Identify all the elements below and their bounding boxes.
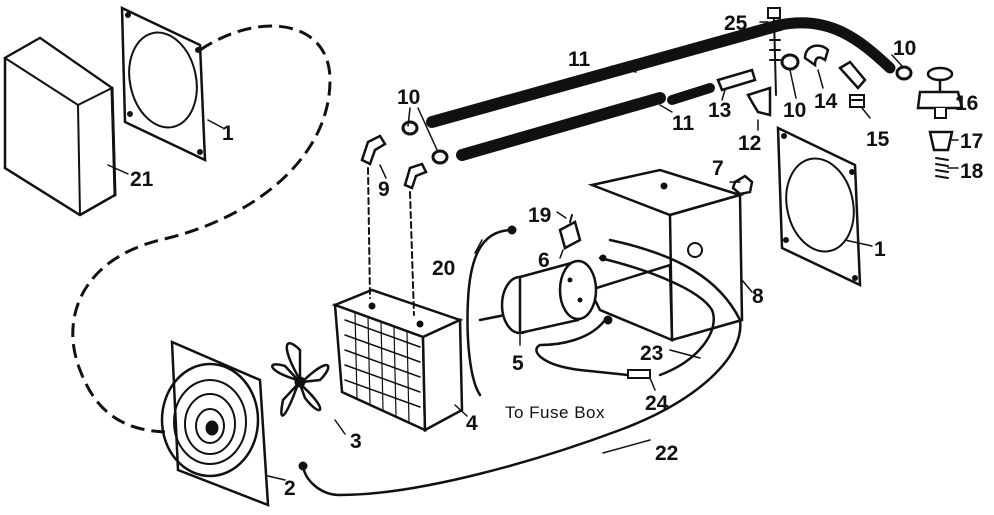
callout-1-right: 1 (874, 238, 886, 261)
callout-21: 21 (130, 168, 154, 191)
enclosure-box (3, 36, 117, 217)
elbow-fitting (803, 44, 830, 68)
drain-fitting (849, 94, 865, 108)
callout-10-left: 10 (397, 86, 420, 109)
callout-2: 2 (284, 477, 296, 500)
elbow-fittings (360, 134, 428, 316)
nut (731, 174, 754, 196)
callout-7: 7 (712, 157, 724, 180)
callout-23: 23 (640, 342, 663, 365)
fan-blade (271, 342, 330, 417)
elbow-fitting-2 (838, 60, 867, 90)
callout-25: 25 (724, 12, 748, 35)
callout-4: 4 (466, 412, 478, 435)
duct-routing-dashed-line (71, 24, 332, 434)
callout-11-top: 11 (568, 48, 591, 71)
mounting-bracket (746, 86, 772, 117)
callout-13: 13 (708, 99, 731, 122)
callout-8: 8 (752, 285, 764, 308)
fuse-box-caption: To Fuse Box (505, 403, 605, 422)
leader-lines (107, 21, 963, 481)
drain-hoses (426, 17, 896, 161)
callout-22: 22 (655, 442, 678, 465)
pipe-nipple (716, 68, 757, 92)
callout-9: 9 (378, 178, 390, 201)
callout-14: 14 (814, 90, 838, 113)
evaporator-coil (331, 288, 464, 433)
callout-3: 3 (350, 430, 362, 453)
callout-5: 5 (512, 352, 524, 375)
hose-clamp-right (895, 65, 913, 81)
callout-16: 16 (955, 92, 978, 115)
wiring (298, 225, 742, 497)
gasket-plate-left (120, 5, 207, 163)
callout-19: 19 (528, 204, 551, 227)
thermostat-switch (558, 214, 582, 250)
motor-bracket (587, 168, 745, 342)
callout-12: 12 (738, 132, 761, 155)
fan-shroud (160, 340, 270, 507)
valve-cap (928, 130, 954, 152)
callout-15: 15 (866, 128, 890, 151)
valve (916, 66, 964, 119)
callout-6: 6 (538, 249, 550, 272)
bolt (767, 7, 781, 96)
hose-clamps-left (401, 120, 449, 165)
blower-motor (478, 259, 598, 335)
callout-10-mid: 10 (783, 99, 806, 122)
hose-clamp-mid (780, 53, 800, 71)
callout-20: 20 (432, 257, 455, 280)
callout-10-right: 10 (893, 37, 916, 60)
callout-11-lower: 11 (672, 112, 695, 135)
callout-18: 18 (960, 160, 984, 183)
gasket-plate-right (776, 125, 862, 288)
callout-17: 17 (960, 130, 983, 153)
valve-spring (935, 157, 949, 179)
callout-1-left: 1 (222, 122, 234, 145)
callout-24: 24 (645, 392, 669, 415)
